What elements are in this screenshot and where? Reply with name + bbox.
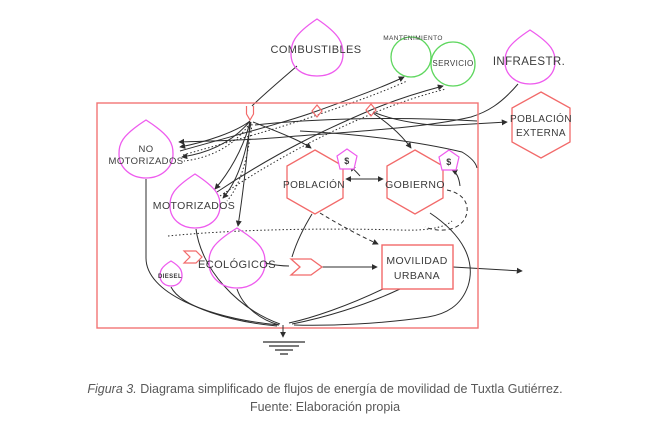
no-motorizados-source-shape bbox=[118, 119, 174, 179]
poblacion-externa-label-line2: EXTERNA bbox=[516, 128, 566, 139]
system-boundary bbox=[96, 102, 479, 329]
flow-line bbox=[195, 228, 281, 325]
flow-line bbox=[251, 65, 298, 107]
servicio-circle bbox=[430, 41, 476, 87]
figure-caption: Figura 3. Diagrama simplificado de flujo… bbox=[0, 372, 650, 416]
flow-line bbox=[252, 121, 312, 149]
diesel-label: DIESEL bbox=[158, 274, 182, 280]
motorizados-source-shape bbox=[169, 173, 221, 229]
movilidad-urbana-label-line2: URBANA bbox=[394, 270, 440, 282]
gobierno-dollar-badge bbox=[438, 149, 460, 171]
flow-line-dotted bbox=[219, 88, 447, 197]
flow-line bbox=[299, 130, 478, 169]
flow-line-dotted bbox=[183, 122, 251, 162]
combustibles-label: COMBUSTIBLES bbox=[271, 44, 362, 56]
flow-line bbox=[216, 84, 444, 193]
poblacion-externa-hexagon bbox=[511, 91, 571, 159]
ecologicos-source-shape bbox=[208, 227, 266, 289]
flow-line bbox=[264, 262, 290, 267]
combustibles-source-shape bbox=[290, 18, 344, 77]
flow-line bbox=[214, 121, 251, 190]
no-motorizados-label-line2: MOTORIZADOS bbox=[109, 156, 184, 167]
flow-line bbox=[288, 287, 386, 324]
transaction-diamond bbox=[365, 103, 377, 117]
block-arrow-small bbox=[182, 250, 203, 264]
flow-line bbox=[145, 179, 280, 326]
flow-line bbox=[170, 286, 278, 327]
flow-line bbox=[293, 212, 471, 326]
caption-text: Diagrama simplificado de flujos de energ… bbox=[140, 382, 563, 396]
diesel-source-shape bbox=[159, 260, 183, 287]
movilidad-urbana-box bbox=[381, 244, 454, 290]
mantenimiento-circle bbox=[390, 36, 432, 78]
gobierno-label: GOBIERNO bbox=[385, 179, 445, 191]
servicio-label: SERVICIO bbox=[432, 59, 473, 68]
caption-figure-number: Figura 3. bbox=[87, 382, 137, 396]
poblacion-externa-label-line1: POBLACIÓN bbox=[510, 112, 572, 125]
motorizados-label: MOTORIZADOS bbox=[153, 200, 235, 212]
flow-line bbox=[179, 120, 251, 149]
flow-line-dashed bbox=[319, 212, 379, 245]
flow-line bbox=[291, 288, 401, 325]
flow-lines bbox=[145, 65, 523, 327]
flow-line bbox=[451, 169, 461, 187]
block-arrow bbox=[289, 258, 324, 276]
infraestructura-source-shape bbox=[504, 29, 556, 85]
flow-line bbox=[235, 121, 251, 227]
flow-line-dotted bbox=[182, 80, 408, 156]
heat-sink-symbol bbox=[263, 325, 305, 355]
flow-line bbox=[452, 266, 523, 274]
valve-symbol bbox=[245, 106, 255, 122]
ecologicos-label: ECOLÓGICOS bbox=[198, 258, 276, 271]
movilidad-urbana-label-line1: MOVILIDAD bbox=[386, 255, 447, 267]
no-motorizados-label-line1: NO bbox=[138, 144, 153, 155]
flow-line-dashed bbox=[424, 189, 468, 231]
transaction-diamond bbox=[311, 104, 323, 118]
flow-line-dotted bbox=[167, 220, 453, 237]
flow-line bbox=[254, 117, 478, 126]
caption-line1: Figura 3. Diagrama simplificado de flujo… bbox=[0, 380, 650, 398]
mantenimiento-label: MANTENIMIENTO bbox=[383, 35, 443, 42]
poblacion-label: POBLACIÓN bbox=[283, 178, 345, 191]
flow-line bbox=[178, 83, 519, 145]
flow-line bbox=[236, 288, 280, 326]
energy-flow-diagram: COMBUSTIBLES MANTENIMIENTO SERVICIO INFR… bbox=[96, 18, 572, 355]
flow-line bbox=[179, 76, 405, 152]
infraestructura-label: INFRAESTR. bbox=[493, 56, 565, 68]
flow-line bbox=[291, 213, 313, 258]
poblacion-dollar-label: $ bbox=[344, 156, 349, 166]
poblacion-dollar-badge bbox=[336, 148, 358, 170]
gobierno-dollar-label: $ bbox=[446, 157, 451, 167]
flow-line bbox=[372, 112, 412, 149]
caption-source: Fuente: Elaboración propia bbox=[249, 400, 401, 414]
flow-line bbox=[181, 120, 251, 160]
